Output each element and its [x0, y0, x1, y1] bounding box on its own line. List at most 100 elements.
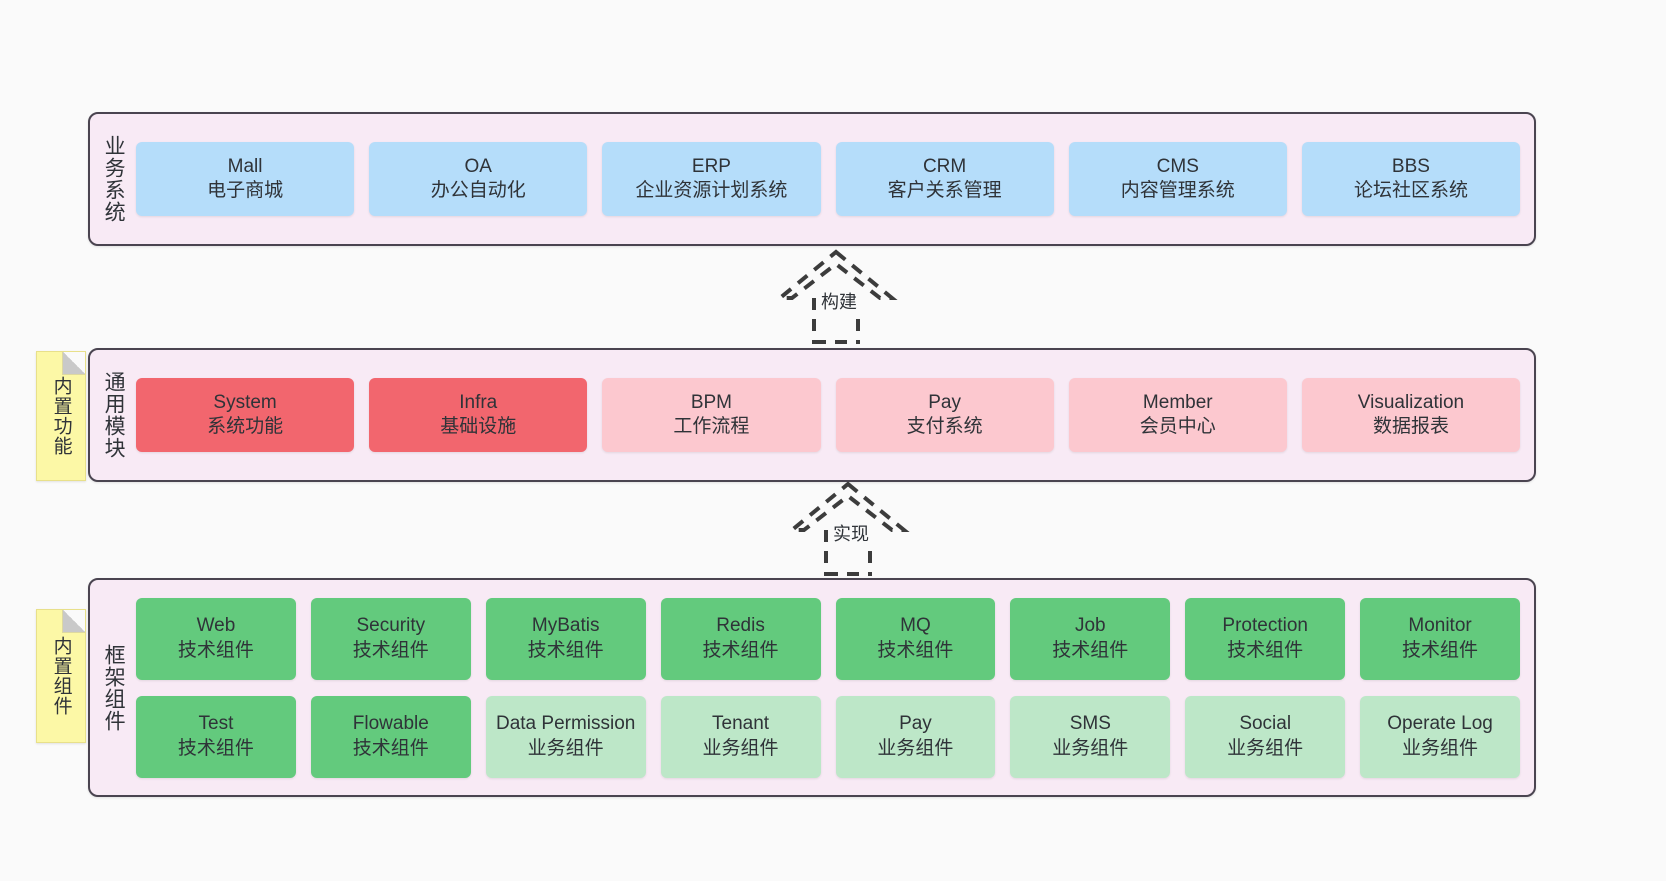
- layer-common-modules[interactable]: 通用模块 System 系统功能 Infra 基础设施 BPM 工作流程 Pay…: [88, 348, 1536, 482]
- node-sms[interactable]: SMS 业务组件: [1010, 695, 1171, 778]
- node-title-en: OA: [464, 155, 492, 177]
- node-system[interactable]: System 系统功能: [136, 378, 355, 452]
- node-infra[interactable]: Infra 基础设施: [369, 378, 588, 452]
- node-title-en: BPM: [690, 391, 733, 413]
- node-title-en: MQ: [900, 615, 931, 637]
- node-title-cn: 工作流程: [673, 416, 750, 437]
- node-title-en: CMS: [1156, 155, 1199, 177]
- node-web[interactable]: Web 技术组件: [136, 597, 296, 680]
- node-cms[interactable]: CMS 内容管理系统: [1068, 142, 1287, 216]
- node-mybatis[interactable]: MyBatis 技术组件: [485, 597, 646, 680]
- node-data-permission[interactable]: Data Permission 业务组件: [485, 695, 646, 778]
- connector-build: 构建: [756, 249, 916, 344]
- node-member[interactable]: Member 会员中心: [1068, 378, 1287, 452]
- layer-title-framework-components: 框架组件: [102, 643, 126, 732]
- layer-row: Web 技术组件 Security 技术组件 MyBatis 技术组件 Redi…: [136, 597, 1520, 680]
- node-title-en: Mall: [227, 155, 263, 177]
- node-title-en: ERP: [691, 155, 731, 177]
- node-title-en: Web: [196, 615, 236, 637]
- sticky-note-label: 内置组件: [50, 636, 72, 716]
- layer-body-common-modules: System 系统功能 Infra 基础设施 BPM 工作流程 Pay 支付系统…: [136, 350, 1534, 480]
- node-title-cn: 内容管理系统: [1120, 180, 1235, 201]
- node-title-cn: 会员中心: [1139, 416, 1216, 437]
- node-title-cn: 技术组件: [877, 639, 954, 661]
- layer-row: Test 技术组件 Flowable 技术组件 Data Permission …: [136, 695, 1520, 778]
- node-title-en: MyBatis: [531, 615, 600, 637]
- node-title-en: Operate Log: [1387, 713, 1493, 735]
- node-monitor[interactable]: Monitor 技术组件: [1360, 597, 1520, 680]
- node-protection[interactable]: Protection 技术组件: [1185, 597, 1346, 680]
- node-title-cn: 技术组件: [1402, 639, 1479, 661]
- node-redis[interactable]: Redis 技术组件: [660, 597, 821, 680]
- node-title-cn: 基础设施: [440, 416, 517, 437]
- connector-implement: 实现: [768, 481, 928, 576]
- node-pay-business[interactable]: Pay 业务组件: [835, 695, 996, 778]
- node-social[interactable]: Social 业务组件: [1185, 695, 1346, 778]
- layer-row: System 系统功能 Infra 基础设施 BPM 工作流程 Pay 支付系统…: [136, 378, 1521, 452]
- node-title-en: Tenant: [712, 713, 770, 735]
- node-title-en: Data Permission: [495, 713, 636, 735]
- node-title-cn: 业务组件: [1402, 737, 1479, 759]
- node-flowable[interactable]: Flowable 技术组件: [310, 695, 471, 778]
- node-title-en: Pay: [928, 391, 961, 413]
- node-oa[interactable]: OA 办公自动化: [369, 142, 588, 216]
- node-test[interactable]: Test 技术组件: [136, 695, 296, 778]
- node-title-en: SMS: [1069, 713, 1111, 735]
- layer-framework-components[interactable]: 框架组件 Web 技术组件 Security 技术组件 MyBatis 技术组件…: [88, 578, 1536, 797]
- node-crm[interactable]: CRM 客户关系管理: [835, 142, 1054, 216]
- node-title-en: Visualization: [1357, 391, 1465, 413]
- sticky-note-label: 内置功能: [50, 376, 72, 456]
- layer-body-framework-components: Web 技术组件 Security 技术组件 MyBatis 技术组件 Redi…: [136, 580, 1534, 795]
- node-title-en: Monitor: [1408, 615, 1472, 637]
- layer-title-business-systems: 业务系统: [102, 135, 126, 223]
- node-title-cn: 企业资源计划系统: [635, 180, 788, 201]
- layer-title-common-modules: 通用模块: [102, 371, 126, 459]
- node-title-cn: 技术组件: [352, 737, 429, 759]
- node-title-cn: 业务组件: [527, 737, 604, 759]
- node-mq[interactable]: MQ 技术组件: [835, 597, 996, 680]
- connector-label-build: 构建: [818, 288, 860, 314]
- node-title-cn: 业务组件: [877, 737, 954, 759]
- node-title-cn: 支付系统: [906, 416, 983, 437]
- node-title-cn: 技术组件: [177, 639, 254, 661]
- node-title-en: Pay: [899, 713, 932, 735]
- node-title-en: CRM: [922, 155, 967, 177]
- node-title-cn: 业务组件: [1227, 737, 1304, 759]
- node-title-en: Job: [1074, 615, 1106, 637]
- node-job[interactable]: Job 技术组件: [1010, 597, 1171, 680]
- layer-body-business-systems: Mall 电子商城 OA 办公自动化 ERP 企业资源计划系统 CRM 客户关系…: [136, 114, 1534, 244]
- node-title-cn: 业务组件: [702, 737, 779, 759]
- node-title-cn: 技术组件: [1052, 639, 1129, 661]
- sticky-note-builtin-components: 内置组件: [36, 609, 86, 743]
- node-title-cn: 技术组件: [1227, 639, 1304, 661]
- node-title-cn: 办公自动化: [430, 180, 526, 201]
- node-pay[interactable]: Pay 支付系统: [835, 378, 1054, 452]
- node-title-en: Member: [1142, 391, 1213, 413]
- node-title-cn: 技术组件: [527, 639, 604, 661]
- node-visualization[interactable]: Visualization 数据报表: [1301, 378, 1521, 452]
- layer-row: Mall 电子商城 OA 办公自动化 ERP 企业资源计划系统 CRM 客户关系…: [136, 142, 1521, 216]
- node-title-en: Flowable: [352, 713, 429, 735]
- node-mall[interactable]: Mall 电子商城: [136, 142, 355, 216]
- node-title-en: System: [213, 391, 277, 413]
- node-title-en: Social: [1239, 713, 1292, 735]
- node-title-cn: 技术组件: [702, 639, 779, 661]
- node-bbs[interactable]: BBS 论坛社区系统: [1301, 142, 1521, 216]
- node-security[interactable]: Security 技术组件: [310, 597, 471, 680]
- node-title-en: Security: [356, 615, 426, 637]
- node-title-en: Protection: [1222, 615, 1308, 637]
- node-title-en: Test: [198, 713, 234, 735]
- node-title-cn: 技术组件: [177, 737, 254, 759]
- node-erp[interactable]: ERP 企业资源计划系统: [602, 142, 821, 216]
- node-title-cn: 业务组件: [1052, 737, 1129, 759]
- node-title-cn: 论坛社区系统: [1353, 180, 1468, 201]
- node-tenant[interactable]: Tenant 业务组件: [660, 695, 821, 778]
- node-bpm[interactable]: BPM 工作流程: [602, 378, 821, 452]
- layer-business-systems[interactable]: 业务系统 Mall 电子商城 OA 办公自动化 ERP 企业资源计划系统 CRM…: [88, 112, 1536, 246]
- node-title-en: Redis: [716, 615, 765, 637]
- node-title-en: BBS: [1391, 155, 1430, 177]
- node-title-cn: 技术组件: [352, 639, 429, 661]
- node-title-cn: 客户关系管理: [887, 180, 1002, 201]
- node-operate-log[interactable]: Operate Log 业务组件: [1360, 695, 1520, 778]
